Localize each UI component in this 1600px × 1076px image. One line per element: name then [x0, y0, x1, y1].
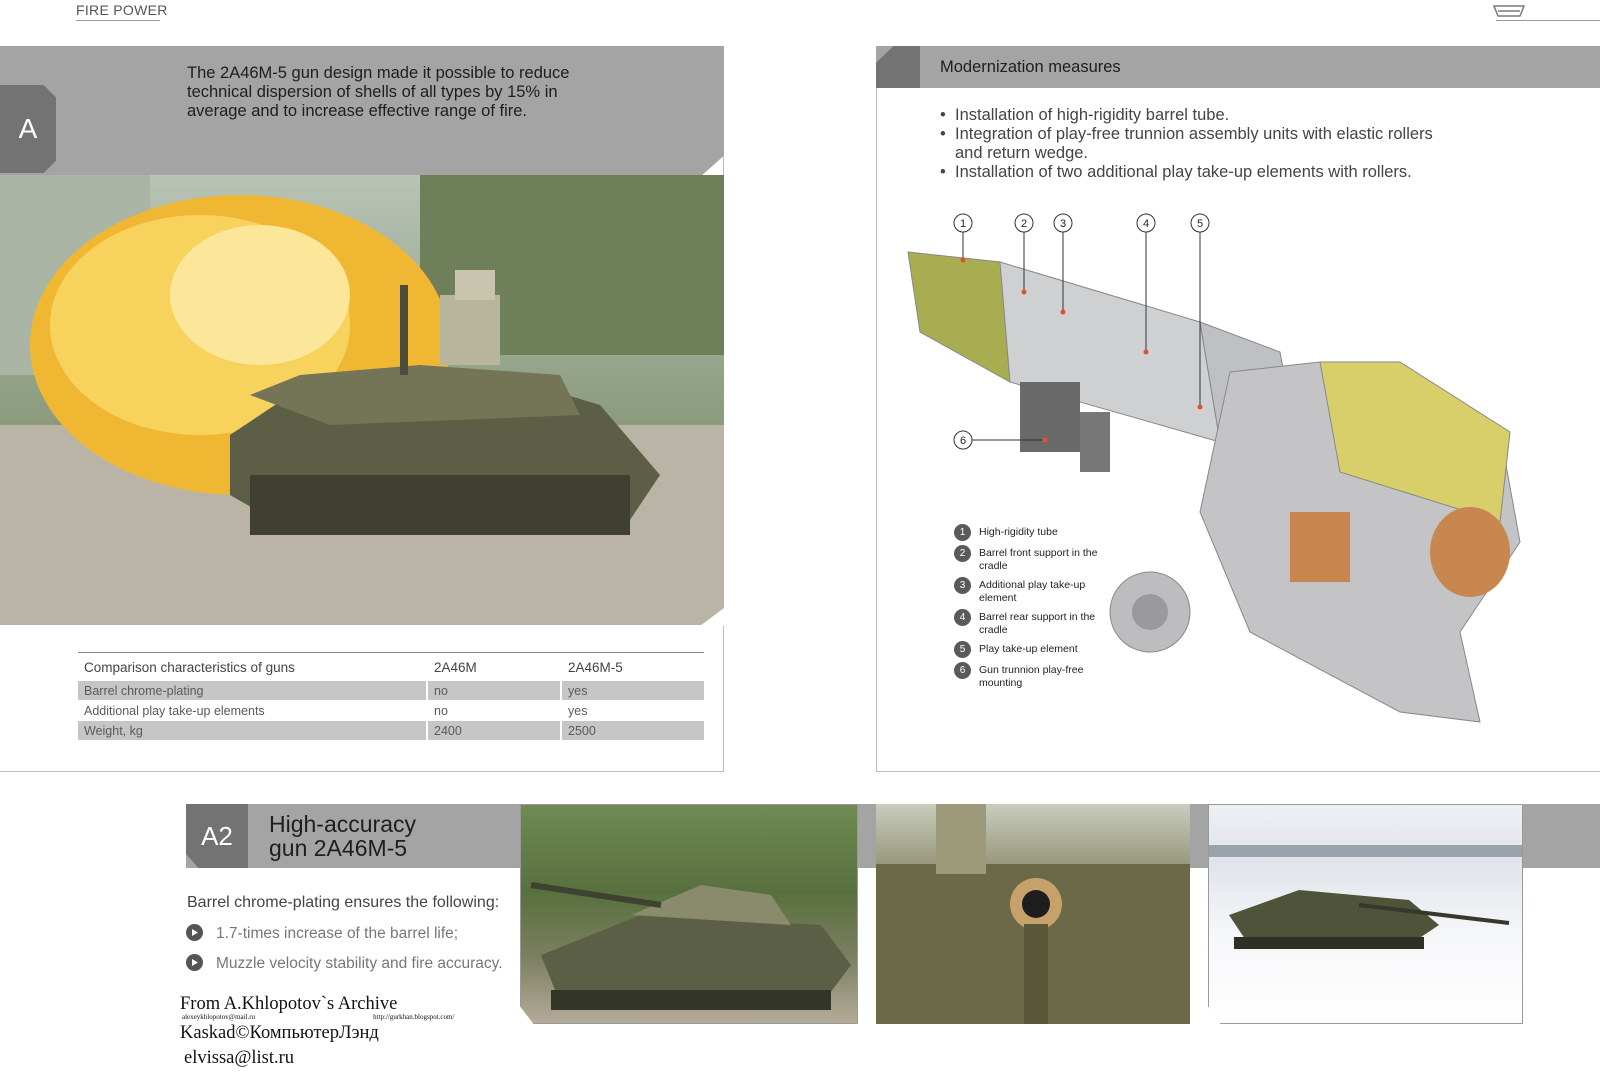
legend-item: 4 Barrel rear support in the cradle: [954, 609, 1109, 637]
section-marker-a: A: [0, 85, 56, 173]
table-cell: Weight, kg: [78, 721, 426, 740]
comparison-table: Comparison characteristics of guns 2A46M…: [78, 652, 704, 740]
list-item: Installation of high-rigidity barrel tub…: [940, 106, 1460, 125]
tank-snow-photo: [1208, 804, 1523, 1024]
archive-watermark: From A.Khlopotov`s Archive alexeykhlopot…: [180, 994, 454, 1069]
a2-bullet-text: 1.7-times increase of the barrel life;: [216, 925, 459, 942]
a2-bullet-text: Muzzle velocity stability and fire accur…: [216, 955, 503, 972]
legend-item: 5 Play take-up element: [954, 641, 1109, 658]
header-divider-right: [1496, 20, 1600, 21]
logo-icon: [1492, 5, 1526, 17]
publisher-logo: [1492, 4, 1526, 21]
a2-bullet: Muzzle velocity stability and fire accur…: [186, 954, 516, 973]
archive-email-small: alexeykhlopotov@mail.ru: [182, 1013, 256, 1021]
a2-title-line1: High-accuracy: [269, 811, 416, 837]
section-marker-a2: A2: [186, 804, 248, 868]
panel-modernization-header: [876, 46, 1600, 88]
legend-label: Play take-up element: [979, 643, 1078, 655]
legend-label: Gun trunnion play-free mounting: [979, 664, 1084, 689]
legend-number: 1: [954, 524, 971, 541]
legend-item: 2 Barrel front support in the cradle: [954, 545, 1109, 573]
list-item: Integration of play-free trunnion assemb…: [940, 125, 1460, 163]
play-bullet-icon: [186, 954, 203, 971]
table-header-cell: Comparison characteristics of guns: [84, 659, 295, 675]
legend-label: High-rigidity tube: [979, 526, 1058, 538]
callout-3: 3: [1060, 218, 1066, 230]
table-cell: Barrel chrome-plating: [78, 681, 426, 700]
legend-number: 6: [954, 662, 971, 679]
archive-line2: Kaskad©КомпьютерЛэнд: [180, 1023, 379, 1043]
callout-5: 5: [1197, 218, 1203, 230]
section-label: FIRE POWER: [76, 2, 168, 18]
gun-assembly-diagram: 1 2 3 4 5 6: [907, 213, 1521, 723]
table-cell: yes: [562, 681, 704, 700]
callout-6: 6: [960, 435, 966, 447]
table-cell: Additional play take-up elements: [84, 703, 265, 718]
legend-number: 5: [954, 641, 971, 658]
tank-front-photo: [876, 804, 1190, 1024]
callout-1: 1: [960, 218, 966, 230]
archive-contacts: alexeykhlopotov@mail.ru http://gurkhan.b…: [182, 1013, 454, 1021]
callout-4: 4: [1143, 218, 1149, 230]
table-cell: no: [428, 681, 560, 700]
modernization-list: Installation of high-rigidity barrel tub…: [940, 106, 1460, 182]
table-cell: 2500: [562, 721, 704, 740]
legend-number: 2: [954, 545, 971, 562]
tank-firing-photo: [0, 175, 724, 625]
callout-2: 2: [1021, 218, 1027, 230]
legend-item: 6 Gun trunnion play-free mounting: [954, 662, 1109, 690]
legend-number: 4: [954, 609, 971, 626]
legend-item: 1 High-rigidity tube: [954, 524, 1109, 541]
a2-intro: Barrel chrome-plating ensures the follow…: [187, 894, 500, 911]
archive-line3: elvissa@list.ru: [184, 1048, 295, 1068]
table-header-cell: 2A46M-5: [568, 659, 623, 675]
legend-label: Barrel rear support in the cradle: [979, 611, 1096, 636]
table-cell: yes: [568, 703, 588, 718]
tank-side-photo: [520, 804, 858, 1024]
table-row: Additional play take-up elements no yes: [78, 701, 704, 720]
archive-line1: From A.Khlopotov`s Archive: [180, 994, 398, 1014]
table-row: Barrel chrome-plating no yes: [78, 681, 704, 700]
legend-label: Barrel front support in the cradle: [979, 547, 1098, 572]
table-header-cell: 2A46M: [434, 659, 477, 675]
table-cell: no: [434, 703, 448, 718]
list-item: Installation of two additional play take…: [940, 163, 1460, 182]
table-row: Weight, kg 2400 2500: [78, 721, 704, 740]
panel-a-intro: The 2A46M-5 gun design made it possible …: [187, 64, 570, 120]
diagram-legend: 1 High-rigidity tube 2 Barrel front suppor…: [954, 524, 1109, 696]
legend-number: 3: [954, 577, 971, 594]
a2-title-line2: gun 2A46M-5: [269, 835, 408, 861]
play-bullet-icon: [186, 924, 203, 941]
legend-item: 3 Additional play take-up element: [954, 577, 1109, 605]
a2-title: High-accuracy gun 2A46M-5: [269, 812, 416, 860]
table-header-row: Comparison characteristics of guns 2A46M…: [78, 654, 704, 680]
panel-a-header: [0, 46, 724, 175]
panel-modernization-title: Modernization measures: [940, 58, 1121, 76]
archive-url-small: http://gurkhan.blogspot.com/: [373, 1013, 455, 1021]
a2-bullet: 1.7-times increase of the barrel life;: [186, 924, 516, 943]
header-divider-left: [76, 20, 160, 21]
legend-label: Additional play take-up element: [979, 579, 1086, 604]
table-cell: 2400: [428, 721, 560, 740]
